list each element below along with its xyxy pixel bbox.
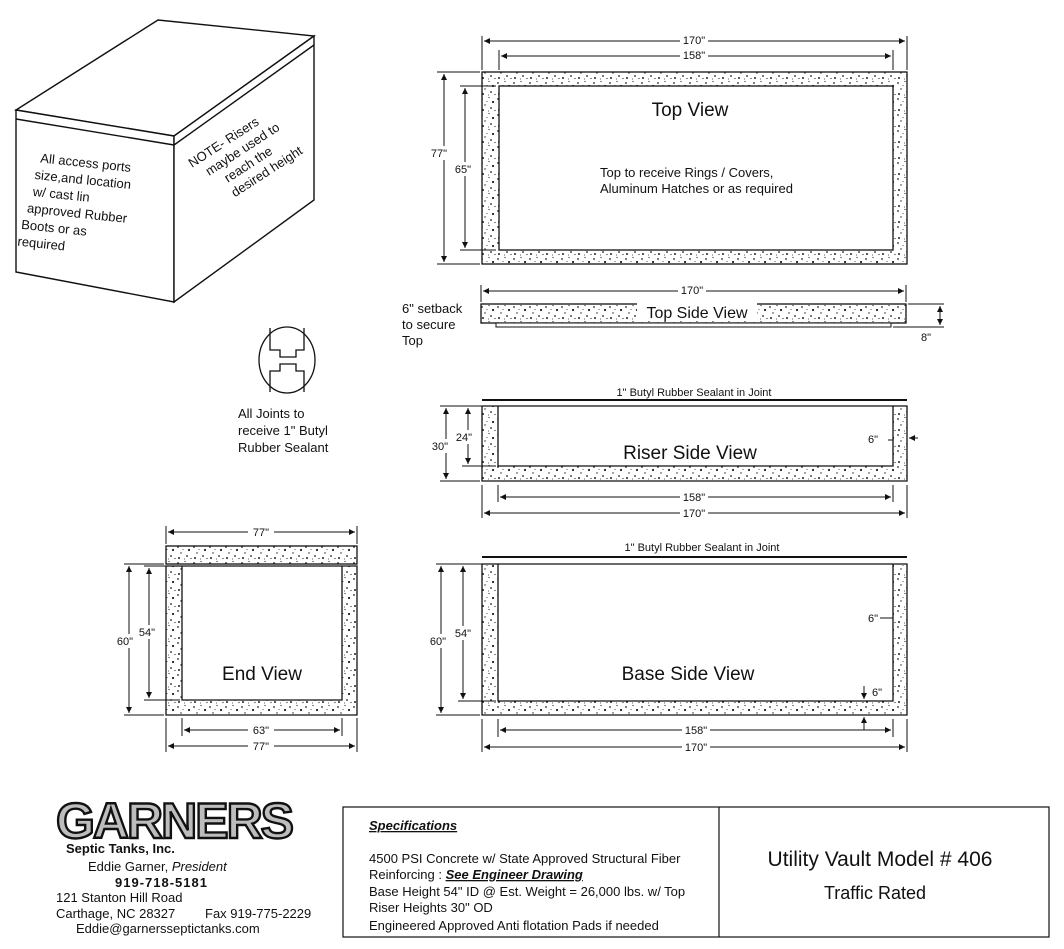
company-name: Septic Tanks, Inc.	[66, 841, 175, 856]
top-view-note-line1: Top to receive Rings / Covers,	[600, 165, 773, 180]
top-view: Top View Top to receive Rings / Covers, …	[481, 71, 908, 265]
company-address-line1: 121 Stanton Hill Road	[56, 890, 182, 905]
riser-dim-6: 6"	[868, 434, 878, 446]
specs-line5: Engineered Approved Anti flotation Pads …	[369, 918, 659, 933]
base-dim-60: 60"	[430, 636, 446, 648]
end-view-title: End View	[222, 664, 302, 685]
company-info: GARNERS Septic Tanks, Inc. Eddie Garner,…	[55, 792, 311, 936]
base-side-view: Base Side View 1" Butyl Rubber Sealant i…	[481, 542, 908, 716]
end-view-dim-63: 63"	[253, 725, 269, 737]
company-fax: Fax 919-775-2229	[205, 906, 311, 921]
svg-text:Top: Top	[402, 333, 423, 348]
svg-text:Rubber Sealant: Rubber Sealant	[238, 440, 329, 455]
top-side-view-title: Top Side View	[646, 305, 748, 322]
specs-line1: 4500 PSI Concrete w/ State Approved Stru…	[369, 851, 681, 866]
specs-heading: Specifications	[369, 818, 457, 833]
riser-dim-30: 30"	[432, 441, 448, 453]
end-view-dim-77-top: 77"	[253, 527, 269, 539]
riser-side-view-title: Riser Side View	[623, 443, 757, 464]
riser-dim-24: 24"	[456, 432, 472, 444]
svg-text:All Joints to: All Joints to	[238, 406, 304, 421]
company-president: Eddie Garner, President	[88, 859, 228, 874]
top-side-view-dim-8: 8"	[921, 332, 931, 344]
joint-note: All Joints to receive 1" Butyl Rubber Se…	[238, 406, 329, 455]
base-side-view-dimensions	[436, 563, 908, 752]
company-phone: 919-718-5181	[115, 875, 208, 890]
top-view-note-line2: Aluminum Hatches or as required	[600, 181, 793, 196]
top-view-dim-158: 158"	[683, 50, 705, 62]
top-side-view: Top Side View	[480, 303, 907, 328]
specs-line3: Base Height 54" ID @ Est. Weight = 26,00…	[369, 884, 685, 899]
svg-text:6" setback: 6" setback	[402, 301, 463, 316]
setback-note: 6" setback to secure Top	[402, 301, 463, 348]
end-view: End View	[165, 545, 358, 716]
base-dim-54: 54"	[455, 628, 471, 640]
svg-text:to secure: to secure	[402, 317, 455, 332]
model-title: Utility Vault Model # 406	[768, 848, 993, 871]
base-dim-170: 170"	[685, 742, 707, 754]
svg-text:required: required	[17, 234, 66, 254]
end-view-dim-60: 60"	[117, 636, 133, 648]
end-view-dim-77-bottom: 77"	[253, 741, 269, 753]
title-block: Specifications 4500 PSI Concrete w/ Stat…	[342, 806, 1050, 938]
riser-dim-170: 170"	[683, 508, 705, 520]
base-side-view-title: Base Side View	[622, 664, 755, 685]
top-view-dim-65: 65"	[455, 164, 471, 176]
riser-sealant-note: 1" Butyl Rubber Sealant in Joint	[617, 387, 772, 399]
joint-detail-symbol	[258, 326, 316, 394]
svg-text:w/ cast lin: w/ cast lin	[31, 184, 90, 205]
end-view-dim-54: 54"	[139, 627, 155, 639]
base-dim-158: 158"	[685, 725, 707, 737]
top-view-dim-77: 77"	[431, 148, 447, 160]
isometric-box	[14, 19, 316, 304]
top-view-title: Top View	[652, 100, 729, 121]
top-view-dim-170: 170"	[683, 35, 705, 47]
model-subtitle: Traffic Rated	[824, 883, 926, 903]
svg-text:receive 1" Butyl: receive 1" Butyl	[238, 423, 328, 438]
specs-line2: Reinforcing : See Engineer Drawing	[369, 867, 583, 882]
riser-dim-158: 158"	[683, 492, 705, 504]
top-side-view-dim-170: 170"	[681, 285, 703, 297]
specs-line4: Riser Heights 30" OD	[369, 900, 493, 915]
svg-text:Boots or as: Boots or as	[21, 217, 88, 239]
base-dim-6-floor: 6"	[872, 687, 882, 699]
riser-side-view: Riser Side View 1" Butyl Rubber Sealant …	[481, 387, 908, 482]
base-dim-6-wall: 6"	[868, 613, 878, 625]
company-email: Eddie@garnersseptictanks.com	[76, 921, 260, 936]
company-logo: GARNERS	[56, 793, 293, 849]
company-address-line2: Carthage, NC 28327	[56, 906, 175, 921]
base-sealant-note: 1" Butyl Rubber Sealant in Joint	[625, 542, 780, 554]
